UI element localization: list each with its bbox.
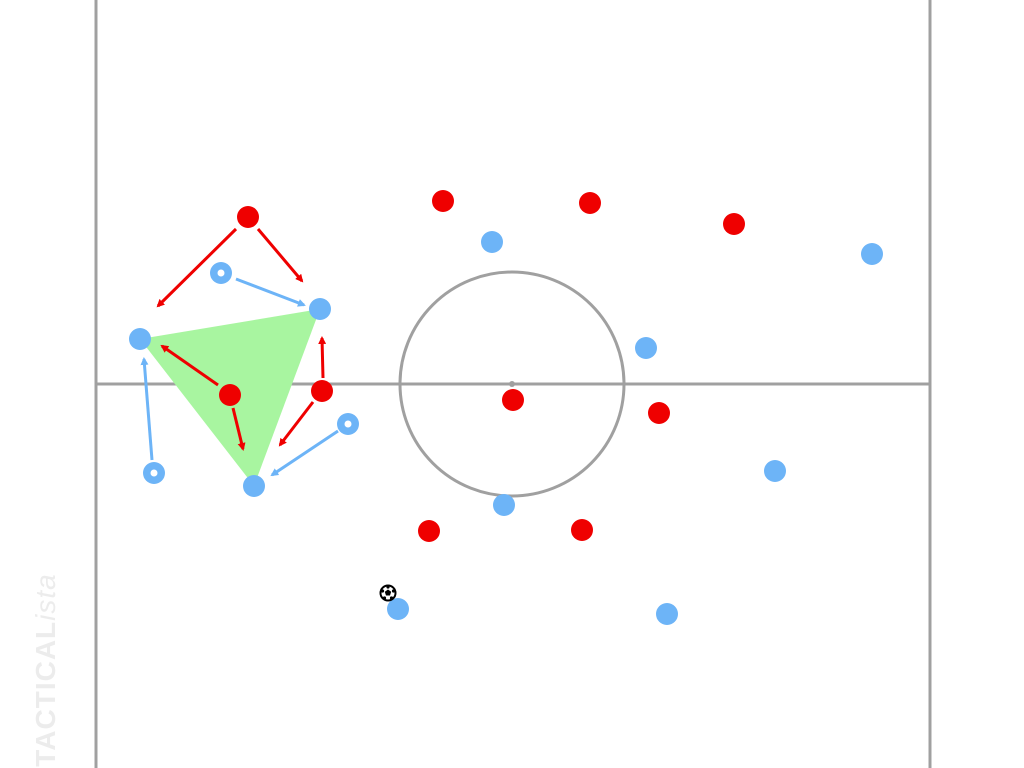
red-movement-arrows (156, 227, 327, 451)
red-player (502, 389, 524, 411)
red-player (311, 380, 333, 402)
red-arrow (156, 227, 238, 308)
red-arrow (231, 407, 246, 451)
blue-player (309, 298, 331, 320)
brand-watermark: TACTICALista (30, 573, 62, 766)
blue-player (635, 337, 657, 359)
football-icon (379, 584, 397, 602)
ghost-marker (337, 413, 359, 435)
red-arrow (318, 336, 327, 379)
ghost-marker (210, 262, 232, 284)
blue-player (861, 243, 883, 265)
red-player (237, 206, 259, 228)
blue-player (387, 598, 409, 620)
watermark-brand: TACTICAL (30, 620, 61, 767)
watermark-suffix: ista (30, 573, 61, 621)
red-player (432, 190, 454, 212)
red-team (219, 190, 745, 542)
red-player (723, 213, 745, 235)
centre-spot (509, 381, 515, 387)
blue-player (493, 494, 515, 516)
red-player (579, 192, 601, 214)
blue-arrow (140, 357, 154, 461)
ghost-marker (143, 462, 165, 484)
blue-movement-arrows (140, 277, 339, 477)
red-arrow (160, 344, 219, 387)
red-player (571, 519, 593, 541)
red-player (418, 520, 440, 542)
blue-arrow (270, 429, 339, 477)
blue-player (129, 328, 151, 350)
red-arrow (256, 228, 304, 283)
red-player (648, 402, 670, 424)
blue-player (243, 475, 265, 497)
blue-arrow (235, 277, 306, 307)
blue-team (129, 231, 883, 625)
red-arrow (278, 401, 315, 447)
blue-player (656, 603, 678, 625)
centre-circle (398, 270, 626, 498)
red-player (219, 384, 241, 406)
blue-player (764, 460, 786, 482)
blue-player (481, 231, 503, 253)
blue-previous-positions (143, 262, 359, 484)
